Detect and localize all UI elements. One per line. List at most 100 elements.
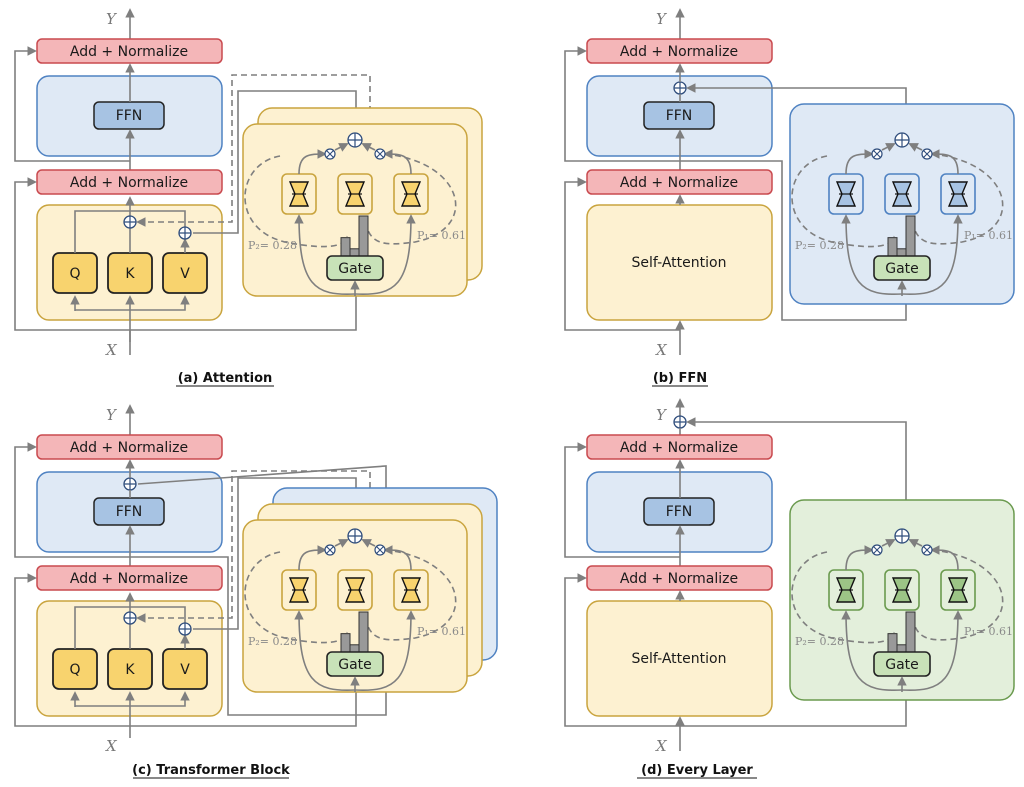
caption-d: (d) Every Layer — [641, 763, 753, 778]
add-normalize-mid-label: Add + Normalize — [620, 175, 738, 191]
ffn-label: FFN — [116, 108, 143, 124]
prob-label-1: P₁= 0.61 — [417, 229, 466, 242]
gate-route — [841, 214, 903, 296]
prob-label-2: P₂= 0.28 — [248, 239, 297, 252]
add-normalize-top — [586, 434, 773, 460]
ffn-box — [643, 497, 715, 526]
route-dash — [364, 549, 457, 641]
ffn-label: FFN — [666, 108, 693, 124]
add-normalize-top — [586, 38, 773, 64]
expert-out — [298, 545, 327, 571]
add-normalize-top-label: Add + Normalize — [70, 440, 188, 456]
moe-block: Gate P₂= 0.28 P₁= 0.61 — [242, 107, 483, 297]
gate-bar — [349, 248, 360, 257]
gate-route — [901, 214, 963, 296]
prob-label-1: P₁= 0.61 — [964, 229, 1013, 242]
gate-box — [873, 651, 931, 677]
gate-bar — [340, 237, 351, 257]
add-normalize-mid — [36, 169, 223, 195]
panel-a: Y Add + Normalize FFN Add + Normalize Q … — [14, 8, 371, 359]
gate-bar — [905, 215, 916, 257]
ffn-box — [93, 497, 165, 526]
expert-out — [845, 545, 874, 571]
add-normalize-mid — [586, 169, 773, 195]
ffn-box — [643, 101, 715, 130]
route-dash — [364, 153, 457, 245]
input-label: X — [105, 341, 118, 359]
gate-bar — [896, 248, 907, 257]
prob-label-2: P₂= 0.28 — [795, 635, 844, 648]
add-normalize-mid-label: Add + Normalize — [70, 571, 188, 587]
expert-out — [930, 149, 959, 175]
q-label: Q — [69, 266, 80, 282]
route-dash — [791, 551, 895, 644]
gate-box — [326, 651, 384, 677]
input-label: X — [655, 737, 668, 755]
v-label: V — [180, 662, 190, 678]
ffn-label: FFN — [116, 504, 143, 520]
gate-bar — [358, 215, 369, 257]
prob-label-2: P₂= 0.28 — [795, 239, 844, 252]
output-label: Y — [106, 10, 118, 28]
gate-box — [873, 255, 931, 281]
output-label: Y — [656, 10, 668, 28]
add-normalize-top-label: Add + Normalize — [70, 44, 188, 60]
output-label: Y — [106, 406, 118, 424]
add-normalize-top-label: Add + Normalize — [620, 440, 738, 456]
route-dash — [791, 155, 895, 248]
self-attention-label: Self-Attention — [632, 255, 727, 271]
route-dash — [244, 551, 348, 644]
prob-label-2: P₂= 0.28 — [248, 635, 297, 648]
gate-route — [294, 610, 356, 692]
expert-out — [930, 545, 959, 571]
gate-label: Gate — [885, 657, 919, 673]
ffn-box — [93, 101, 165, 130]
gate-bar — [340, 633, 351, 653]
gate-route — [841, 610, 903, 692]
gate-route — [354, 214, 416, 296]
panel-d: Y Add + Normalize FFN Add + Normalize Se… — [564, 398, 907, 755]
prob-label-1: P₁= 0.61 — [964, 625, 1013, 638]
expert-out — [845, 149, 874, 175]
gate-bar — [358, 611, 369, 653]
input-label: X — [105, 737, 118, 755]
caption-a: (a) Attention — [178, 371, 273, 386]
expert-out — [383, 149, 412, 175]
route-dash — [911, 153, 1004, 245]
gate-bar — [887, 237, 898, 257]
moe-block: Gate P₂= 0.28 P₁= 0.61 — [242, 487, 498, 693]
qkv-boxes: Q K V — [52, 252, 208, 294]
add-normalize-top — [36, 434, 223, 460]
gate-label: Gate — [338, 261, 372, 277]
gate-route — [901, 610, 963, 692]
gate-bar — [887, 633, 898, 653]
k-label: K — [125, 662, 135, 678]
prob-label-1: P₁= 0.61 — [417, 625, 466, 638]
add-normalize-top — [36, 38, 223, 64]
add-normalize-mid — [586, 565, 773, 591]
gate-label: Gate — [338, 657, 372, 673]
gate-box — [326, 255, 384, 281]
gate-bar — [896, 644, 907, 653]
v-label: V — [180, 266, 190, 282]
k-label: K — [125, 266, 135, 282]
route-dash — [911, 549, 1004, 641]
q-label: Q — [69, 662, 80, 678]
caption-c: (c) Transformer Block — [132, 763, 290, 778]
add-normalize-top-label: Add + Normalize — [620, 44, 738, 60]
gate-bar — [905, 611, 916, 653]
captions: (a) Attention (b) FFN (c) Transformer Bl… — [132, 371, 757, 779]
output-label: Y — [656, 406, 668, 424]
add-normalize-mid-label: Add + Normalize — [620, 571, 738, 587]
self-attention-label: Self-Attention — [632, 651, 727, 667]
gate-route — [354, 610, 416, 692]
ffn-label: FFN — [666, 504, 693, 520]
moe-block: Gate P₂= 0.28 P₁= 0.61 — [789, 499, 1015, 701]
route-dash — [244, 155, 348, 248]
caption-b: (b) FFN — [653, 371, 707, 386]
add-normalize-mid — [36, 565, 223, 591]
gate-route — [294, 214, 356, 296]
